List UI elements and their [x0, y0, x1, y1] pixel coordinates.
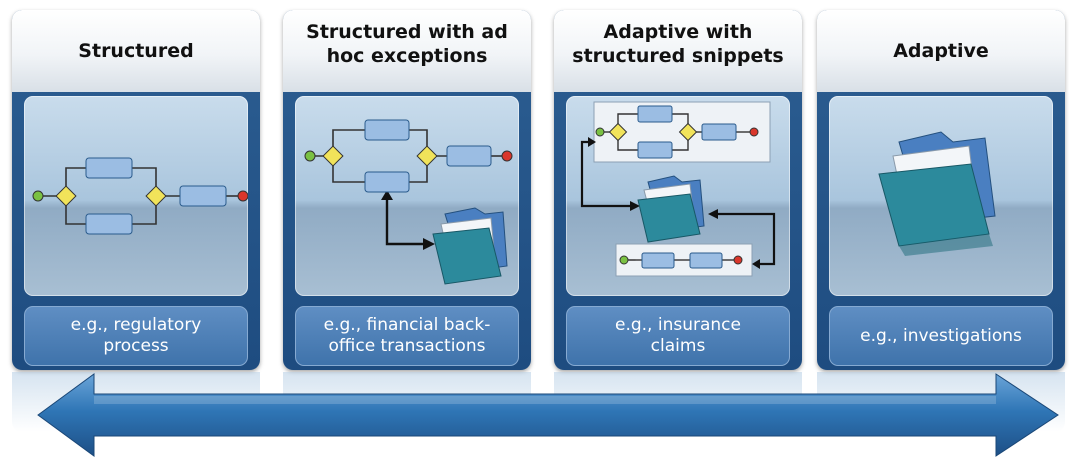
card-structured: Structured e.g., regulatory process	[12, 10, 260, 370]
example-box: e.g., investigations	[829, 306, 1053, 366]
example-text: e.g., investigations	[860, 325, 1022, 346]
diagram-panel	[295, 96, 519, 296]
folder-icon	[432, 207, 508, 285]
arrow-icon	[37, 373, 1059, 457]
folder-icon	[637, 175, 705, 243]
example-text: e.g., insurance claims	[615, 315, 741, 356]
example-text: e.g., financial back- office transaction…	[323, 315, 491, 356]
card-title: Adaptive	[893, 40, 989, 62]
card-title: Adaptive with structured snippets	[572, 21, 784, 67]
example-box: e.g., regulatory process	[24, 306, 248, 366]
process-flow-icon	[32, 157, 248, 235]
diagram-panel	[24, 96, 248, 296]
diagram-panel	[566, 96, 790, 296]
card-adaptive-snippets: Adaptive with structured snippets	[554, 10, 802, 370]
card-adaptive: Adaptive e.g., investigations	[817, 10, 1065, 370]
diagram-panel	[829, 96, 1053, 296]
folder-icon	[878, 131, 996, 256]
card-structured-adhoc: Structured with ad hoc exceptions	[283, 10, 531, 370]
card-header: Structured with ad hoc exceptions	[283, 10, 531, 92]
card-header: Adaptive with structured snippets	[554, 10, 802, 92]
example-text: e.g., regulatory process	[70, 315, 202, 356]
process-flow-icon	[580, 101, 776, 277]
process-flow-icon	[304, 119, 513, 285]
example-box: e.g., insurance claims	[566, 306, 790, 366]
card-title: Structured	[78, 40, 194, 62]
example-box: e.g., financial back- office transaction…	[295, 306, 519, 366]
card-header: Structured	[12, 10, 260, 92]
card-header: Adaptive	[817, 10, 1065, 92]
card-title: Structured with ad hoc exceptions	[306, 21, 508, 67]
